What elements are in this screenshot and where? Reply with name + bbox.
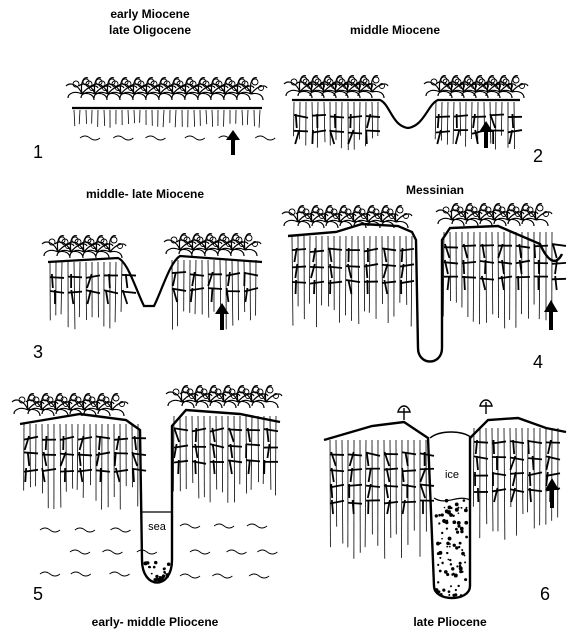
tree-icon [183, 78, 215, 100]
tree-icon [250, 386, 282, 408]
tree-icon [520, 204, 552, 226]
panel-4-drawing [282, 204, 566, 362]
tree-icon [216, 234, 248, 256]
panel-5-drawing: sea [12, 386, 282, 583]
panel-3-uplift-arrow [215, 303, 229, 330]
panel-5-limestone [24, 416, 278, 510]
tree-icon [55, 236, 87, 258]
panel-5-sea-label: sea [148, 521, 167, 533]
tree-icon [94, 236, 126, 258]
tree-icon [144, 78, 176, 100]
panel-1-limestone [74, 110, 260, 128]
panel-6-small-trees [398, 400, 492, 420]
panel-2-drawing [284, 76, 528, 150]
tree-icon [118, 78, 150, 100]
tree-icon [81, 236, 113, 258]
panel-6-ice-label: ice [445, 469, 459, 481]
panel-1-drawing [66, 78, 275, 155]
tree-icon [79, 78, 111, 100]
tree-icon [235, 78, 267, 100]
panel-1-forest [66, 78, 267, 100]
tree-icon [190, 234, 222, 256]
panel-4-forest [282, 204, 552, 228]
tree-icon [96, 394, 128, 416]
panel-4-limestone [292, 232, 566, 328]
tree-icon [105, 78, 137, 100]
tree-icon [157, 78, 189, 100]
tree-icon [177, 234, 209, 256]
tree-icon [209, 78, 241, 100]
tree-icon [203, 234, 235, 256]
panel-6-limestone [330, 428, 560, 559]
tree-icon [66, 78, 98, 100]
tree-icon [42, 236, 74, 258]
tree-icon [92, 78, 124, 100]
panel-3-limestone [50, 260, 258, 330]
panel-3-forest [42, 234, 261, 258]
panel-6-sediment [435, 499, 469, 597]
tree-icon [229, 234, 261, 256]
tree-icon [222, 78, 254, 100]
tree-icon [196, 78, 228, 100]
panel-1-uplift-arrow [226, 130, 240, 155]
tree-icon [164, 234, 196, 256]
tree-icon [68, 236, 100, 258]
tree-icon [170, 78, 202, 100]
panel-6-drawing: ice [324, 400, 566, 598]
panel-5-forest [12, 386, 282, 416]
tree-icon [131, 78, 163, 100]
panel-3-drawing [42, 234, 262, 330]
panel-2-forest [284, 76, 528, 98]
panel-1-water [80, 136, 275, 140]
